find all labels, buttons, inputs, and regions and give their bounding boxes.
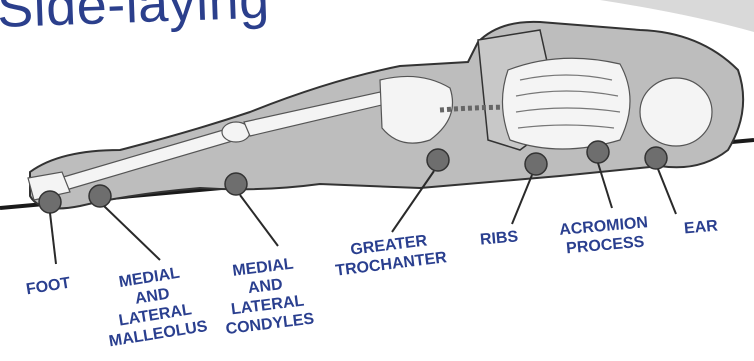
leader-malleolus <box>104 206 160 260</box>
leader-ear <box>658 169 676 214</box>
label-acromion-process: ACROMION PROCESS <box>559 213 651 259</box>
rib-cage <box>502 58 630 149</box>
pressure-point-ear <box>645 147 667 169</box>
pressure-point-condyles <box>225 173 247 195</box>
label-ear: EAR <box>683 217 718 239</box>
leader-condyles <box>240 195 278 246</box>
pressure-point-foot <box>39 191 61 213</box>
page-curl-shadow <box>600 0 754 32</box>
skull-bone <box>640 78 712 146</box>
pressure-point-trochanter <box>427 149 449 171</box>
leader-foot <box>50 213 56 264</box>
label-ribs: RIBS <box>479 227 519 249</box>
pressure-point-malleolus <box>89 185 111 207</box>
pressure-point-acromion <box>587 141 609 163</box>
label-medial-lateral-malleolus: MEDIAL AND LATERAL MALLEOLUS <box>99 261 209 352</box>
pressure-point-ribs <box>525 153 547 175</box>
leader-ribs <box>512 175 532 224</box>
label-medial-lateral-condyles: MEDIAL AND LATERAL CONDYLES <box>218 253 316 339</box>
